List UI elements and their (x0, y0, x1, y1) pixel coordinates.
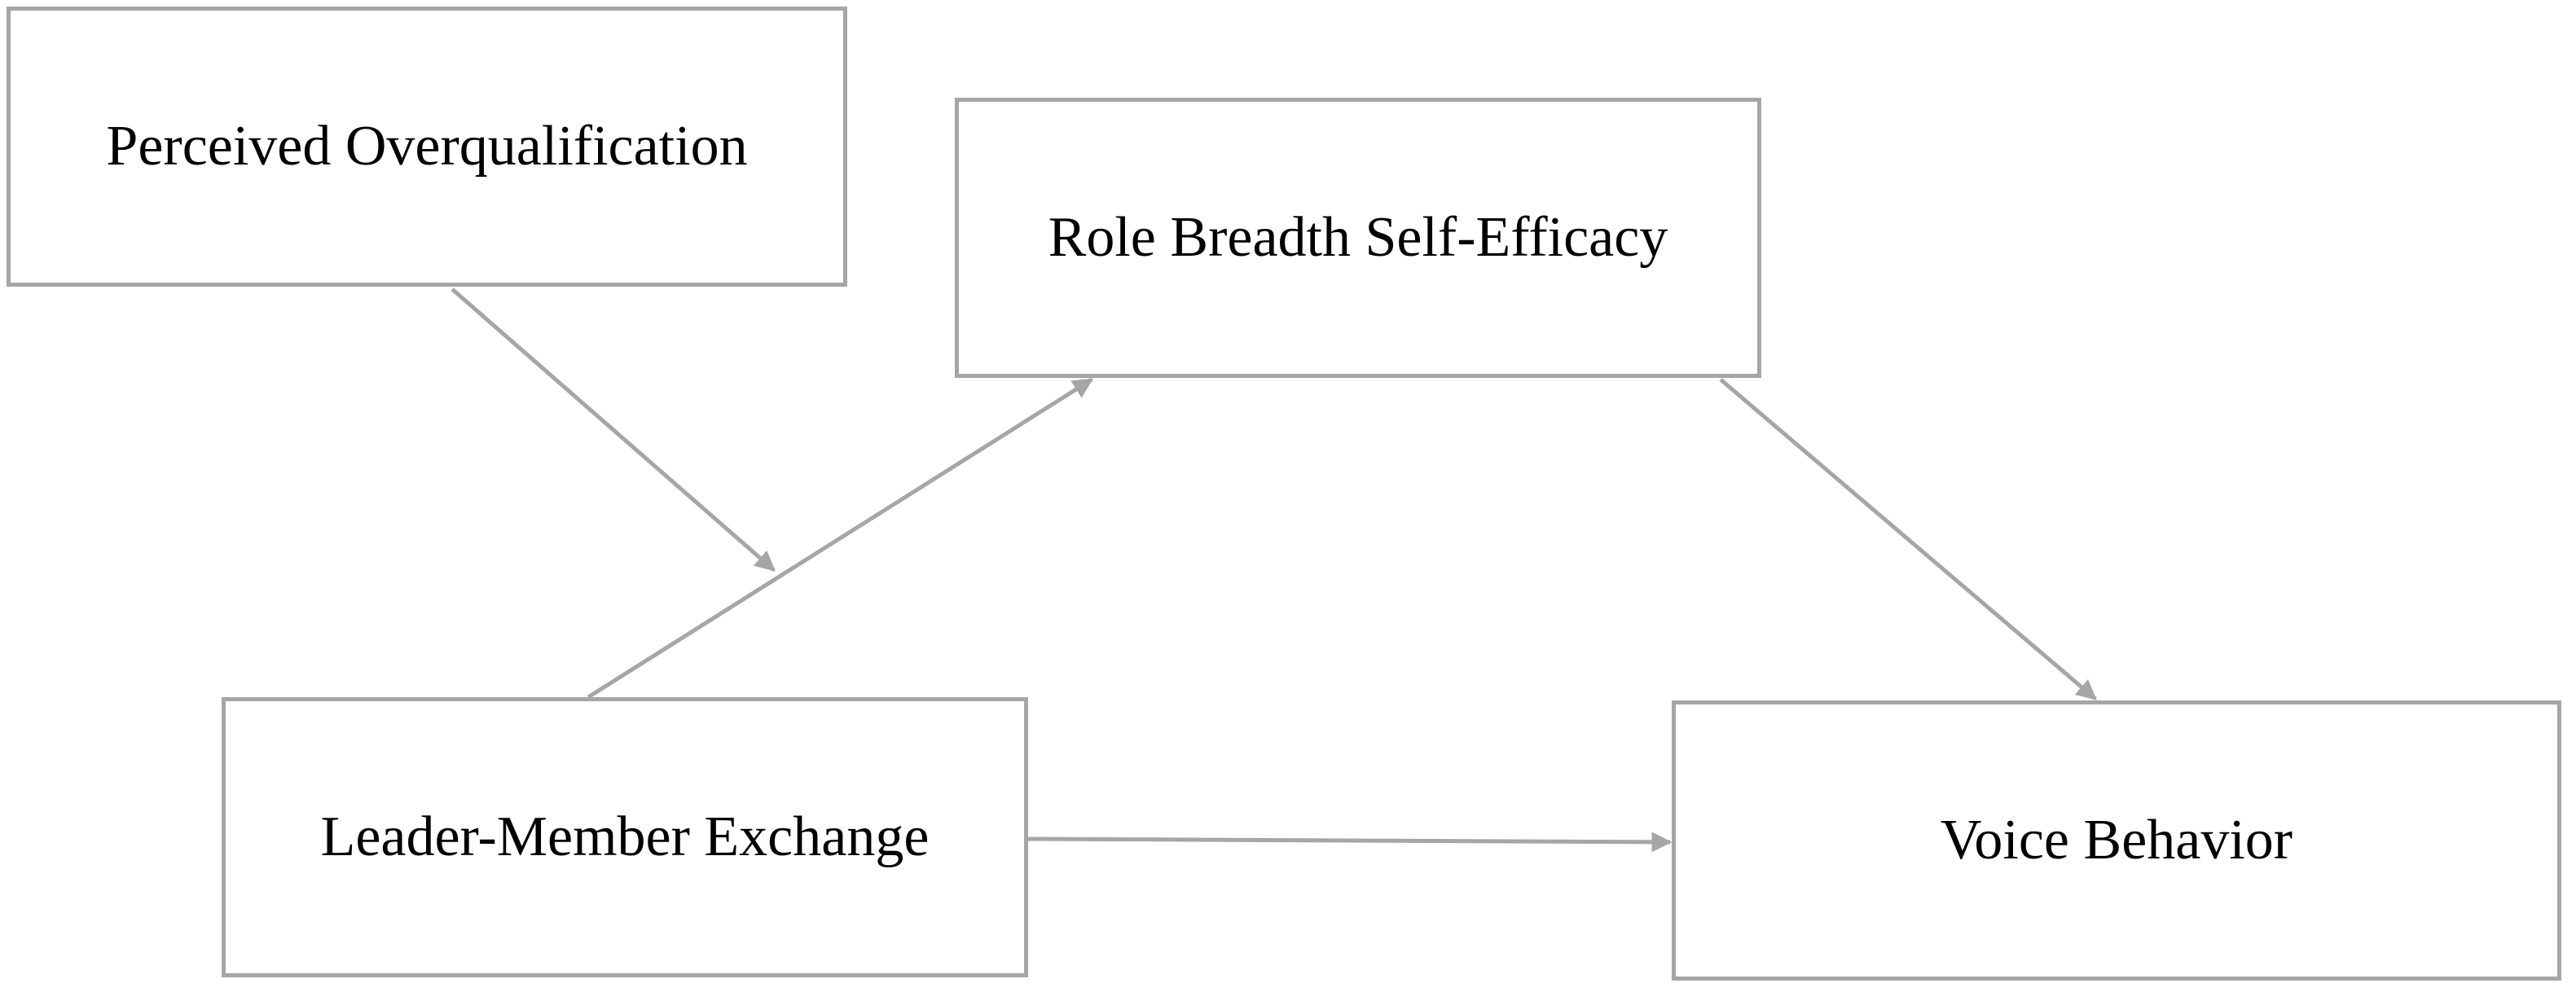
node-leader-member-exchange: Leader-Member Exchange (222, 697, 1028, 977)
arrow-poq-to-lmx-path (451, 288, 776, 572)
node-role-breadth-self-efficacy: Role Breadth Self-Efficacy (955, 98, 1761, 378)
node-label: Role Breadth Self-Efficacy (1048, 206, 1668, 269)
node-perceived-overqualification: Perceived Overqualification (7, 7, 847, 287)
node-label: Perceived Overqualification (106, 115, 748, 178)
arrow-lmx-to-rbse (587, 377, 1094, 700)
node-voice-behavior: Voice Behavior (1672, 700, 2561, 981)
arrow-lmx-to-vb (1027, 832, 1673, 853)
arrow-rbse-to-vb (1719, 378, 2097, 700)
node-label: Voice Behavior (1940, 809, 2293, 871)
node-label: Leader-Member Exchange (320, 805, 930, 868)
